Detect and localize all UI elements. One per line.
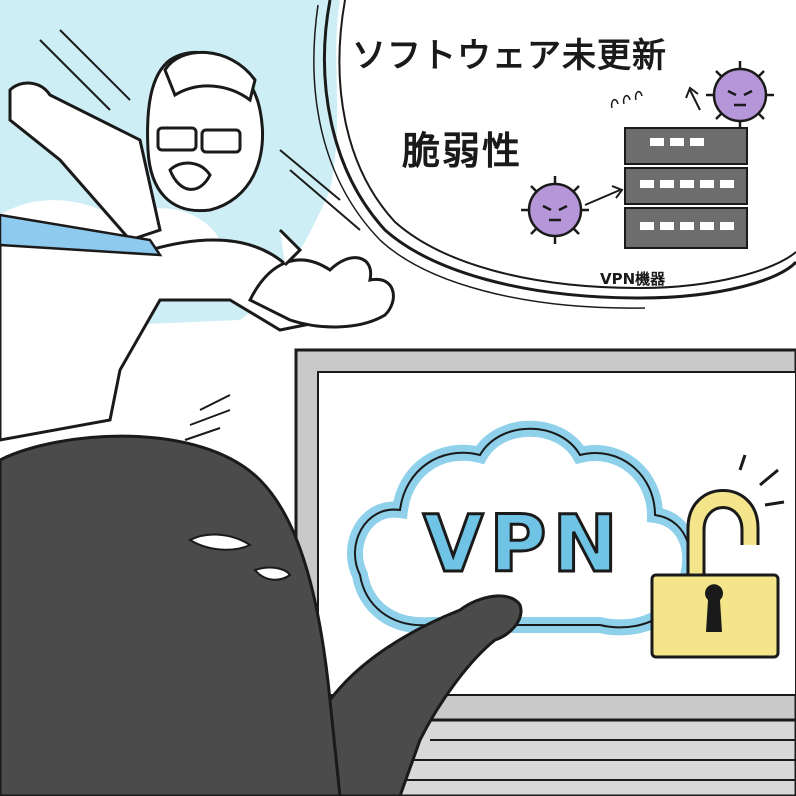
shadow-intruder [0, 394, 523, 796]
vpn-cloud-text: VPN [422, 499, 624, 592]
server-rack-icon [624, 127, 748, 249]
caption-vulnerability: 脆弱性 [402, 129, 523, 173]
virus-icon [521, 176, 589, 244]
virus-icon [706, 61, 774, 129]
arrow-icon [584, 185, 624, 206]
startled-man [0, 50, 395, 442]
vpn-device-label: VPN機器 [600, 270, 666, 288]
thought-bubble [313, 0, 796, 309]
caption-software-not-updated: ソフトウェア未更新 [352, 36, 667, 76]
arrow-icon [685, 86, 701, 111]
unlocked-padlock-icon [650, 454, 785, 659]
necktie [0, 213, 163, 257]
